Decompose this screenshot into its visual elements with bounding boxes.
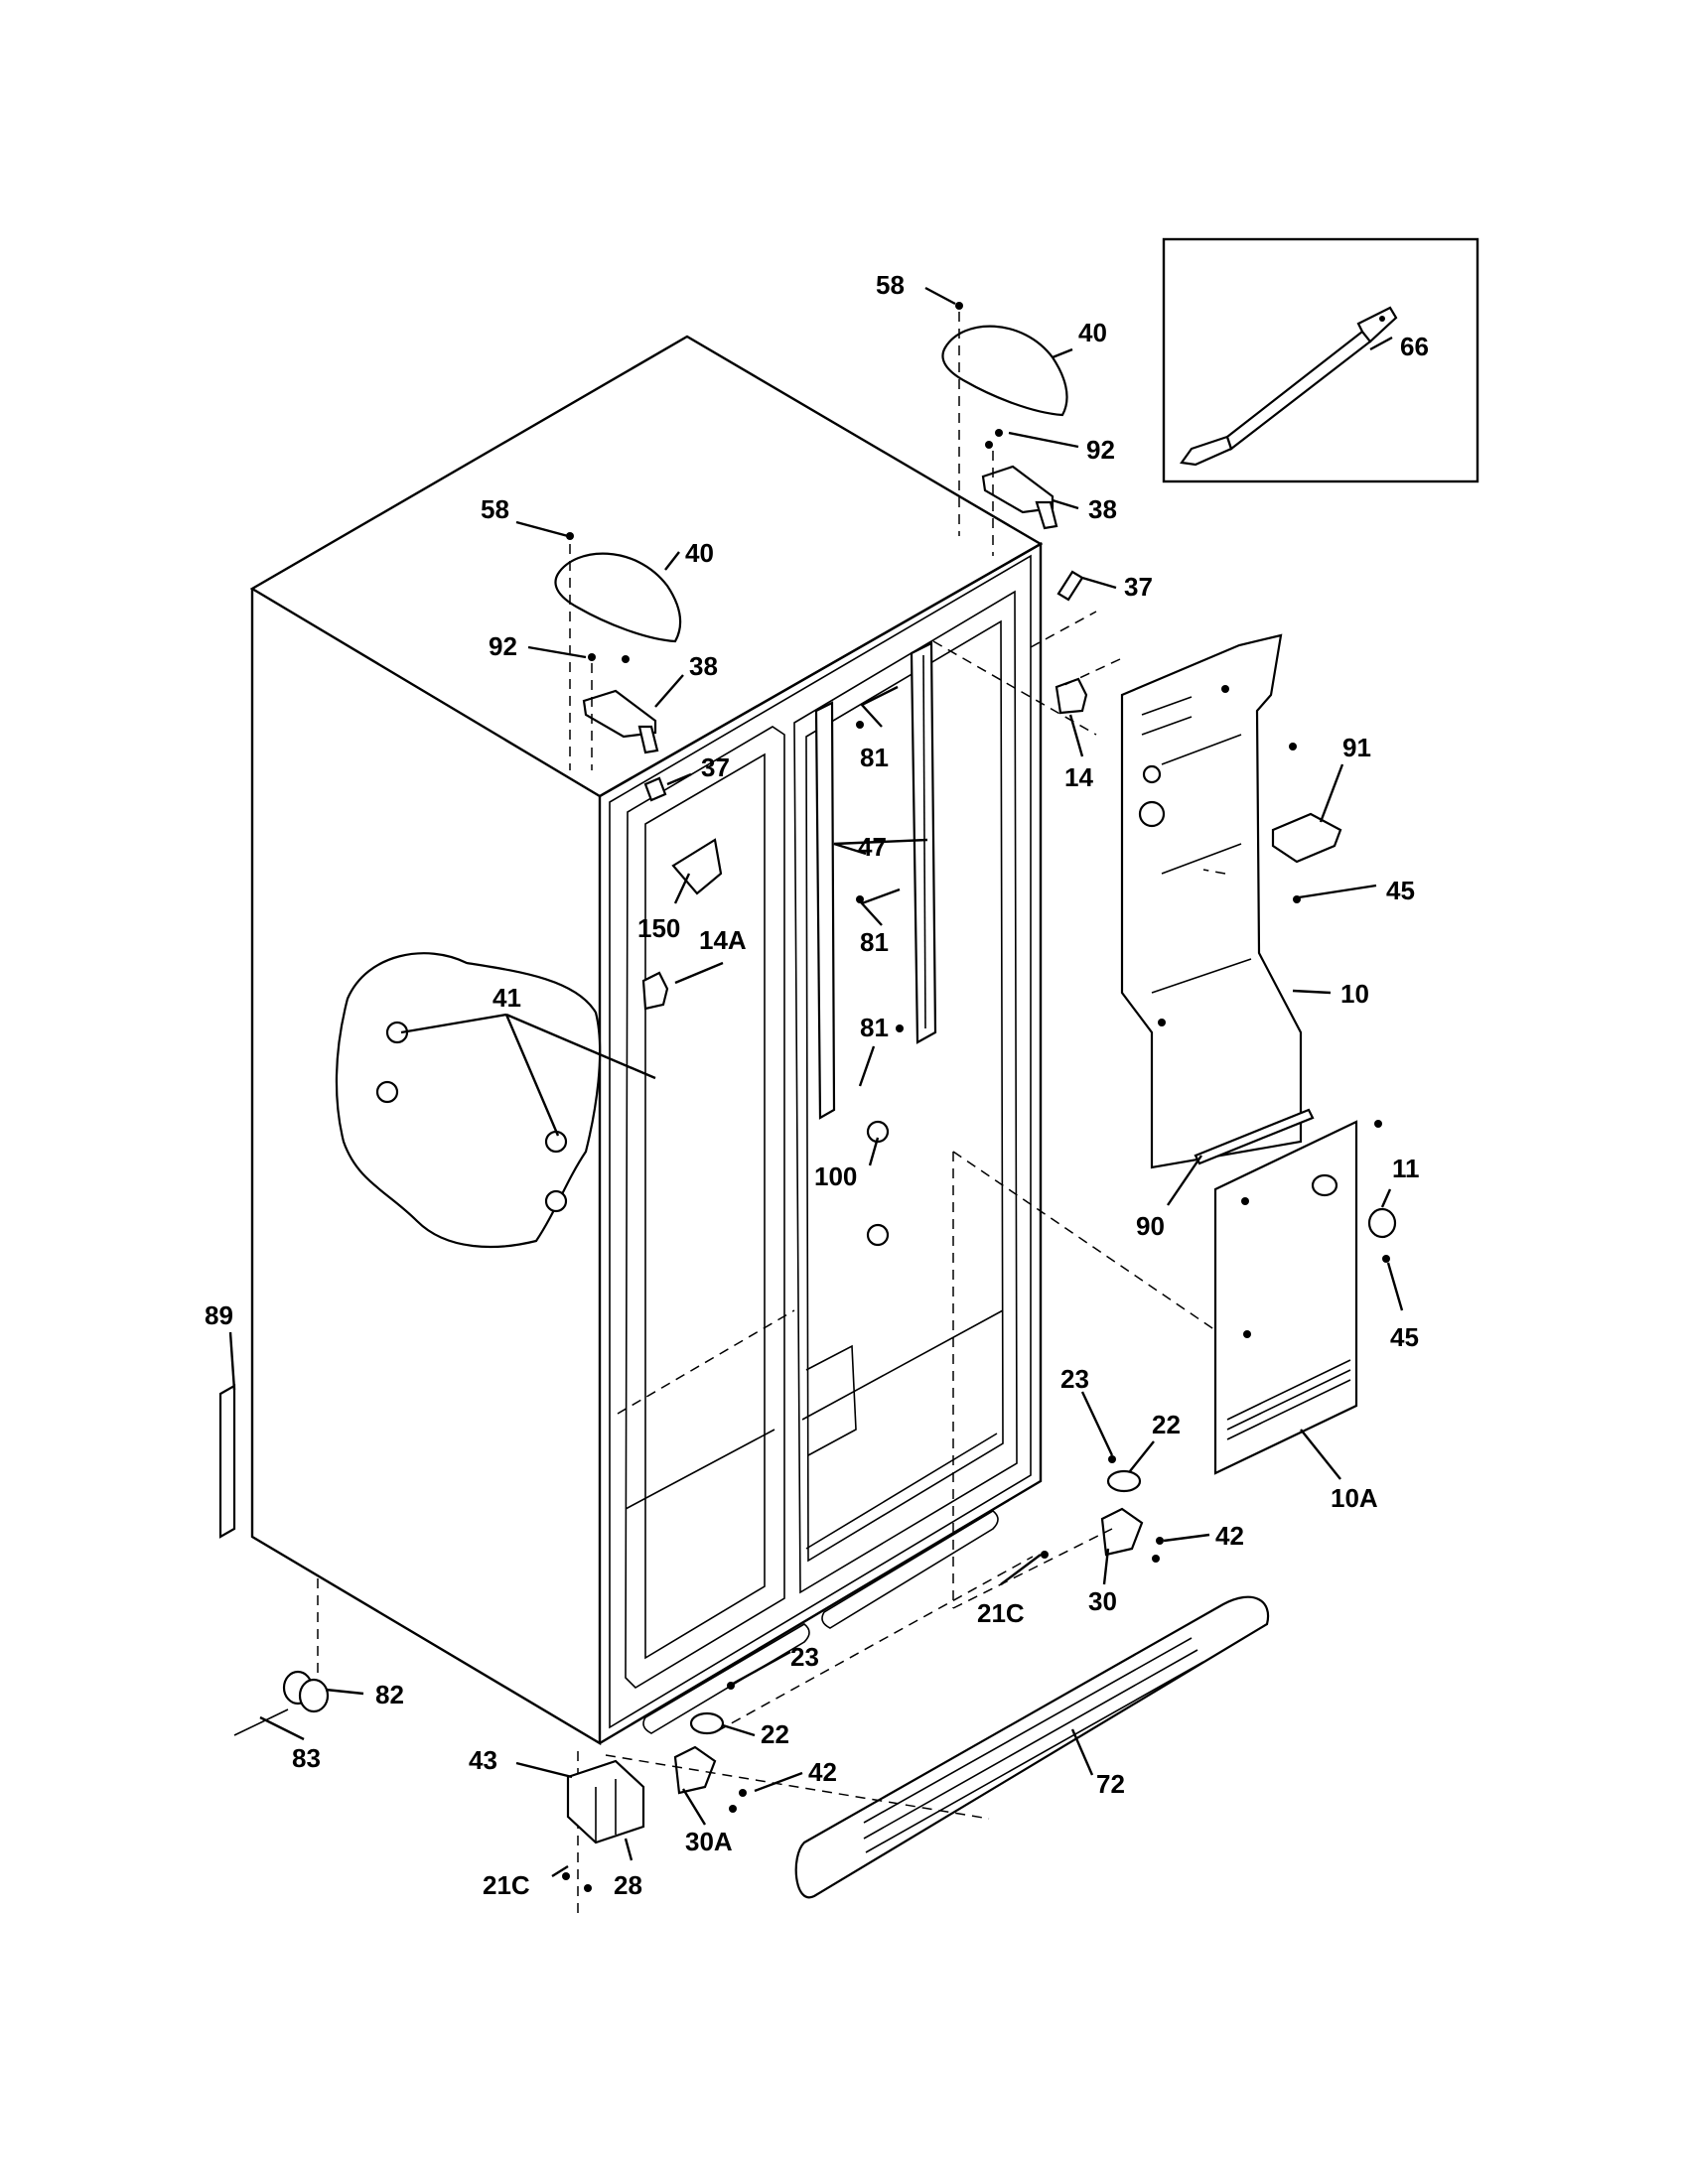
part-22-cam-right xyxy=(1106,1469,1142,1493)
part-89-bracket xyxy=(218,1384,236,1539)
assembly-lines xyxy=(569,312,1226,1820)
label-47: 47 xyxy=(858,832,887,862)
label-23-right: 23 xyxy=(1060,1364,1089,1394)
part-47-rails xyxy=(814,641,937,1120)
part-37-clip-left xyxy=(643,776,667,802)
part-14A-switch xyxy=(641,971,669,1011)
part-10-panel xyxy=(1120,633,1303,1169)
part-150-light xyxy=(671,838,723,895)
part-30-lower-hinge-right xyxy=(1100,1507,1144,1557)
label-38-top-left: 38 xyxy=(689,651,718,681)
label-37-left: 37 xyxy=(701,752,730,782)
part-labels: 58 40 66 92 38 58 40 37 92 38 91 81 14 3… xyxy=(205,270,1429,1900)
label-150: 150 xyxy=(637,913,680,943)
label-92-top-right: 92 xyxy=(1086,435,1115,465)
label-81-bottom: 81 xyxy=(860,1013,889,1042)
label-40-top-left: 40 xyxy=(685,538,714,568)
label-58-top-left: 58 xyxy=(481,494,509,524)
leader-lines xyxy=(228,286,1404,1878)
part-40-top-left xyxy=(554,552,682,643)
part-43-28-leveler xyxy=(566,1759,645,1844)
label-42-left: 42 xyxy=(808,1757,837,1787)
label-21C-right: 21C xyxy=(977,1598,1025,1628)
label-83: 83 xyxy=(292,1743,321,1773)
part-38-top-left xyxy=(582,689,659,754)
label-82: 82 xyxy=(375,1680,404,1709)
label-30A: 30A xyxy=(685,1827,733,1856)
label-23-left: 23 xyxy=(790,1642,819,1672)
part-38-top-right xyxy=(981,465,1058,530)
part-14-switch xyxy=(1055,677,1088,715)
label-72: 72 xyxy=(1096,1769,1125,1799)
part-41-foam-block xyxy=(335,952,602,1249)
label-81-top: 81 xyxy=(860,743,889,772)
label-89: 89 xyxy=(205,1300,233,1330)
label-81-middle: 81 xyxy=(860,927,889,957)
part-66-bracket xyxy=(1180,306,1398,467)
part-37-clip-right xyxy=(1056,570,1084,602)
label-41: 41 xyxy=(492,983,521,1013)
label-40-top-right: 40 xyxy=(1078,318,1107,347)
inset-box xyxy=(1162,237,1479,483)
label-38-top-right: 38 xyxy=(1088,494,1117,524)
label-42-right: 42 xyxy=(1215,1521,1244,1551)
screws xyxy=(562,302,1390,1892)
label-45-lower: 45 xyxy=(1390,1322,1419,1352)
label-90: 90 xyxy=(1136,1211,1165,1241)
label-14: 14 xyxy=(1064,762,1093,792)
part-72-toe-grille xyxy=(794,1595,1270,1899)
part-11-ring xyxy=(1367,1207,1397,1239)
part-40-top-right xyxy=(941,325,1068,417)
part-10A-panel xyxy=(1213,1120,1358,1475)
label-22-right: 22 xyxy=(1152,1410,1181,1439)
label-45-upper: 45 xyxy=(1386,876,1415,905)
label-28: 28 xyxy=(614,1870,642,1900)
part-82-roller xyxy=(282,1670,330,1713)
label-30: 30 xyxy=(1088,1586,1117,1616)
part-91-duct xyxy=(1271,812,1342,864)
label-92-top-left: 92 xyxy=(489,631,517,661)
label-37-right: 37 xyxy=(1124,572,1153,602)
label-21C-left: 21C xyxy=(483,1870,530,1900)
label-11: 11 xyxy=(1392,1154,1420,1183)
label-58-top-right: 58 xyxy=(876,270,905,300)
label-10: 10 xyxy=(1340,979,1369,1009)
part-22-cam-left xyxy=(689,1711,725,1735)
label-91: 91 xyxy=(1342,733,1371,762)
label-43: 43 xyxy=(469,1745,497,1775)
part-83-bolt xyxy=(233,1708,289,1736)
cabinet xyxy=(249,335,1044,1916)
label-22-left: 22 xyxy=(761,1719,789,1749)
label-10A: 10A xyxy=(1331,1483,1378,1513)
label-66: 66 xyxy=(1400,332,1429,361)
label-14A: 14A xyxy=(699,925,747,955)
label-100: 100 xyxy=(814,1161,857,1191)
